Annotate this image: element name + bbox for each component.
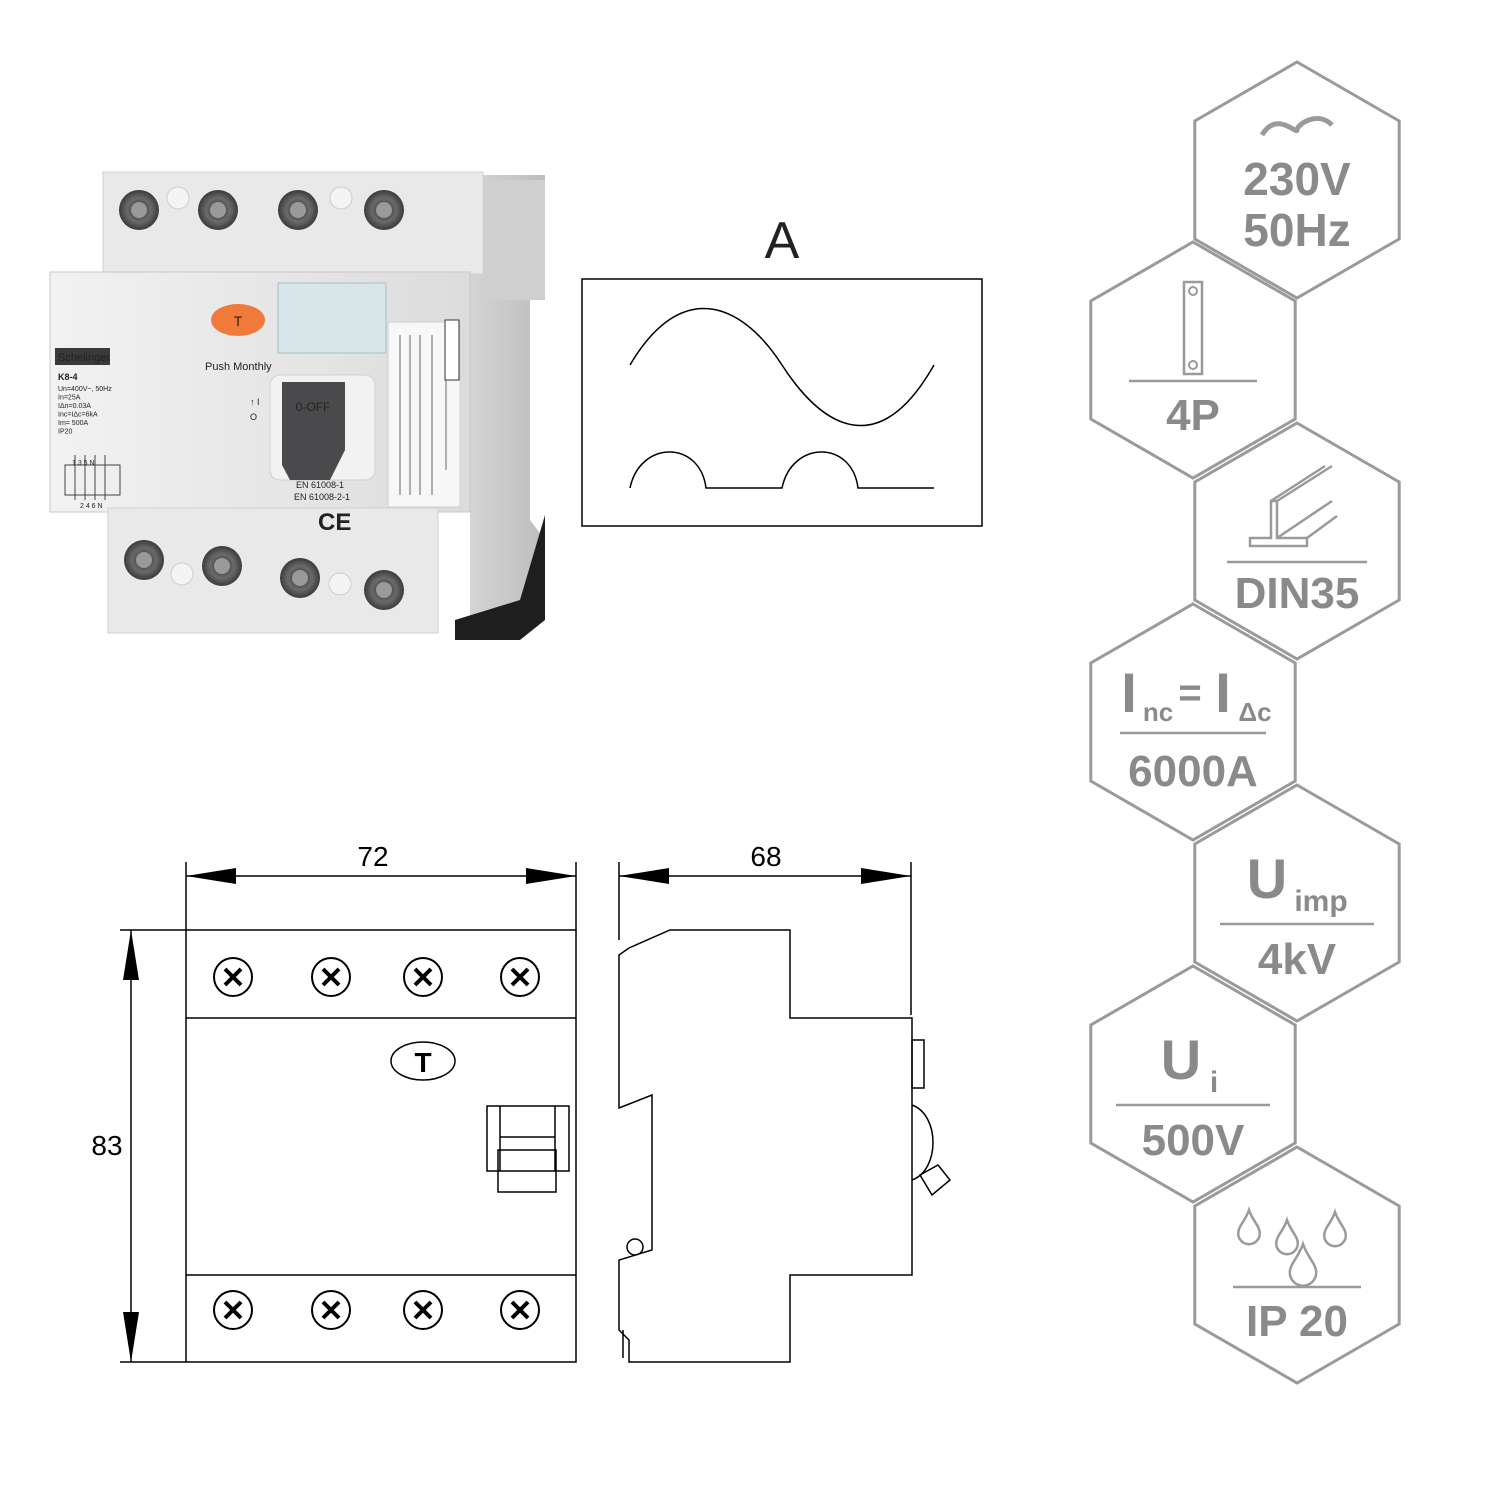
rating-line: IP20 — [58, 429, 73, 436]
rating-line: Inc=IΔc=6kA — [58, 412, 98, 419]
rating-line: In=25A — [58, 395, 81, 402]
spec-value: 6000A — [1128, 747, 1258, 796]
ce-mark: CE — [318, 509, 351, 536]
pole-icon — [1182, 280, 1204, 376]
din-clip — [455, 515, 545, 640]
terminal-screw-icon — [213, 957, 253, 997]
toggle-text: 0-OFF — [296, 400, 331, 414]
spec-value: 4kV — [1258, 935, 1337, 984]
waveform-type-a: A — [581, 212, 983, 527]
sine-wave — [629, 307, 935, 427]
rating-line: Un=400V~, 50Hz — [58, 386, 112, 393]
model-name: K8-4 — [58, 372, 78, 382]
spec-value: 50Hz — [1243, 204, 1350, 256]
spec-hex-poles: 4P — [1089, 240, 1297, 480]
test-symbol: T — [414, 1047, 431, 1078]
spec-symbol: U — [1161, 1028, 1201, 1091]
brand-name: Schelinger — [58, 352, 110, 364]
push-monthly-text: Push Monthly — [205, 361, 272, 373]
spec-value: 4P — [1166, 391, 1220, 440]
toggle-marks: ↑ I — [250, 397, 260, 407]
terminal-screw-icon — [213, 1290, 253, 1330]
terminal-screw-icon — [311, 1290, 351, 1330]
top-screws — [119, 186, 404, 230]
spec-symbol: Δc — [1238, 697, 1271, 727]
standard-2: EN 61008-2-1 — [294, 492, 350, 502]
spec-symbol: i — [1210, 1066, 1218, 1099]
pulsating-dc-wave — [629, 451, 934, 489]
test-button-label: T — [234, 313, 243, 329]
rating-line: Im= 500A — [58, 420, 88, 427]
terminal-numbers-bottom: 2 4 6 N — [80, 503, 103, 510]
front-dimension-drawing — [120, 862, 577, 1363]
waveform-frame — [581, 278, 983, 527]
spec-symbol: I — [1215, 661, 1231, 724]
svg-text:O: O — [250, 412, 257, 422]
tilde-icon — [1259, 116, 1334, 137]
device-photo: T Push Monthly Schelinger K8-4 Un=400V~,… — [49, 171, 545, 640]
side-dimension-drawing — [618, 862, 952, 1363]
terminal-screw-icon — [500, 957, 540, 997]
waveform-title: A — [765, 212, 800, 270]
label-window — [277, 282, 387, 354]
spec-symbol: imp — [1294, 885, 1347, 918]
wiring-schematic — [64, 455, 121, 500]
test-button[interactable] — [211, 304, 265, 336]
terminal-numbers-top: 1 3 5 N — [72, 460, 95, 467]
spec-symbol: I — [1121, 661, 1137, 724]
width-value: 72 — [357, 841, 388, 872]
spec-symbol: nc — [1143, 697, 1173, 727]
spec-symbol: U — [1247, 847, 1287, 910]
spec-hex-mounting: DIN35 — [1193, 421, 1401, 661]
bottom-screws — [124, 540, 404, 610]
toggle-lever[interactable] — [282, 382, 345, 480]
terminal-screw-icon — [403, 1290, 443, 1330]
rating-line: IΔn=0.03A — [58, 403, 91, 410]
terminal-screw-icon — [403, 957, 443, 997]
spec-value: 230V — [1243, 153, 1351, 205]
terminal-screw-icon — [500, 1290, 540, 1330]
spec-value: DIN35 — [1235, 569, 1360, 618]
terminal-screw-icon — [311, 957, 351, 997]
barcode — [444, 319, 460, 381]
spec-value: 500V — [1142, 1116, 1245, 1165]
din-rail-icon — [1248, 464, 1338, 548]
spec-hex-protection: IP 20 — [1193, 1145, 1401, 1385]
standard-1: EN 61008-1 — [296, 480, 344, 490]
depth-value: 68 — [750, 841, 781, 872]
spec-symbol: = — [1178, 671, 1201, 715]
front-terminal-screws — [213, 957, 540, 1330]
brand-badge — [55, 348, 110, 365]
height-value: 83 — [91, 1130, 122, 1161]
spec-value: IP 20 — [1246, 1297, 1348, 1346]
